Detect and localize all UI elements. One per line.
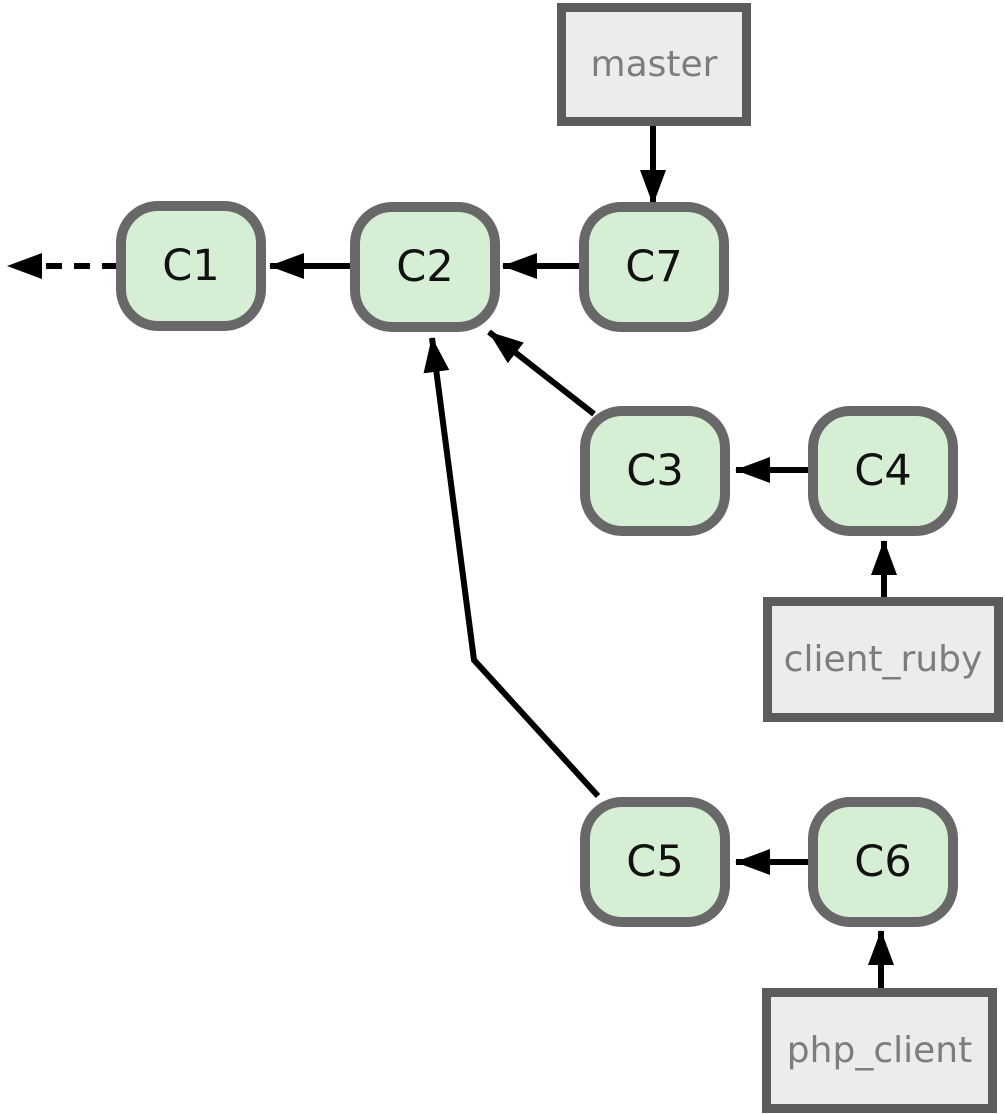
commit-node-c2: C2 <box>350 202 500 332</box>
branch-label-master: master <box>590 43 718 85</box>
commit-node-c4: C4 <box>808 406 958 536</box>
commit-node-c7: C7 <box>579 202 729 332</box>
commit-label-c1: C1 <box>162 240 220 291</box>
commit-label-c7: C7 <box>625 241 683 292</box>
branch-box-php-client: php_client <box>762 988 997 1113</box>
commit-label-c6: C6 <box>854 836 912 887</box>
commit-node-c6: C6 <box>808 797 958 927</box>
commit-node-c1: C1 <box>116 201 266 331</box>
edge-c5-to-c2 <box>423 337 601 799</box>
commit-node-c5: C5 <box>580 797 730 927</box>
branch-label-client-ruby: client_ruby <box>783 638 983 680</box>
commit-label-c2: C2 <box>396 241 454 292</box>
branch-box-master: master <box>557 3 751 126</box>
branch-box-client-ruby: client_ruby <box>763 597 1003 722</box>
commit-label-c3: C3 <box>626 445 684 496</box>
commit-node-c3: C3 <box>580 406 730 536</box>
commit-label-c4: C4 <box>854 445 912 496</box>
commit-label-c5: C5 <box>626 836 684 887</box>
edge-c3-to-c2 <box>487 329 596 417</box>
branch-label-php-client: php_client <box>786 1029 973 1071</box>
